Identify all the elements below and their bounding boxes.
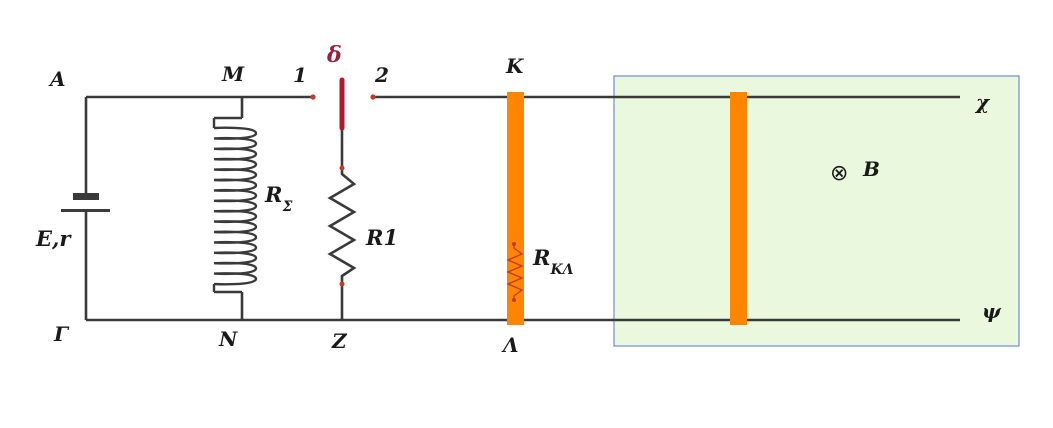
magnetic-field-region	[613, 75, 1020, 347]
resistor-r-kl	[506, 244, 524, 300]
field-into-page-icon: ⊗	[830, 161, 848, 186]
resistor-r1	[327, 168, 357, 284]
label-contact-2: 2	[374, 63, 389, 87]
label-k: K	[505, 54, 525, 78]
label-r-kl: RΚΛ	[532, 245, 574, 278]
label-e-r: E,r	[35, 226, 72, 251]
solenoid-coil	[212, 116, 258, 294]
label-r-sigma: RΣ	[264, 182, 292, 215]
label-r-kl-sub: ΚΛ	[549, 262, 573, 278]
battery-short-plate	[73, 193, 99, 200]
label-psi: ψ	[982, 299, 1002, 323]
label-r-sigma-main: R	[264, 182, 282, 207]
label-n: N	[218, 327, 238, 351]
battery-long-plate	[61, 209, 110, 212]
label-gamma: Γ	[53, 322, 70, 346]
label-switch-delta: δ	[326, 42, 342, 68]
label-chi: χ	[974, 90, 991, 114]
label-z: Z	[331, 329, 348, 353]
switch-contact-2	[370, 94, 376, 100]
switch-contact-1	[310, 94, 316, 100]
r1-bottom-node	[339, 281, 345, 287]
r-kl-bottom-node	[512, 298, 516, 302]
label-b: B	[862, 157, 880, 181]
label-lambda: Λ	[501, 333, 519, 357]
label-r-kl-main: R	[532, 245, 550, 270]
r-kl-top-node	[512, 242, 516, 246]
label-contact-1: 1	[293, 63, 307, 87]
label-a: A	[48, 67, 66, 91]
battery-symbol	[61, 193, 110, 212]
label-r-sigma-sub: Σ	[281, 199, 292, 215]
label-m: M	[221, 62, 245, 86]
r1-top-node	[339, 165, 345, 171]
label-r1: R1	[365, 225, 398, 250]
rod-moving	[730, 92, 747, 325]
